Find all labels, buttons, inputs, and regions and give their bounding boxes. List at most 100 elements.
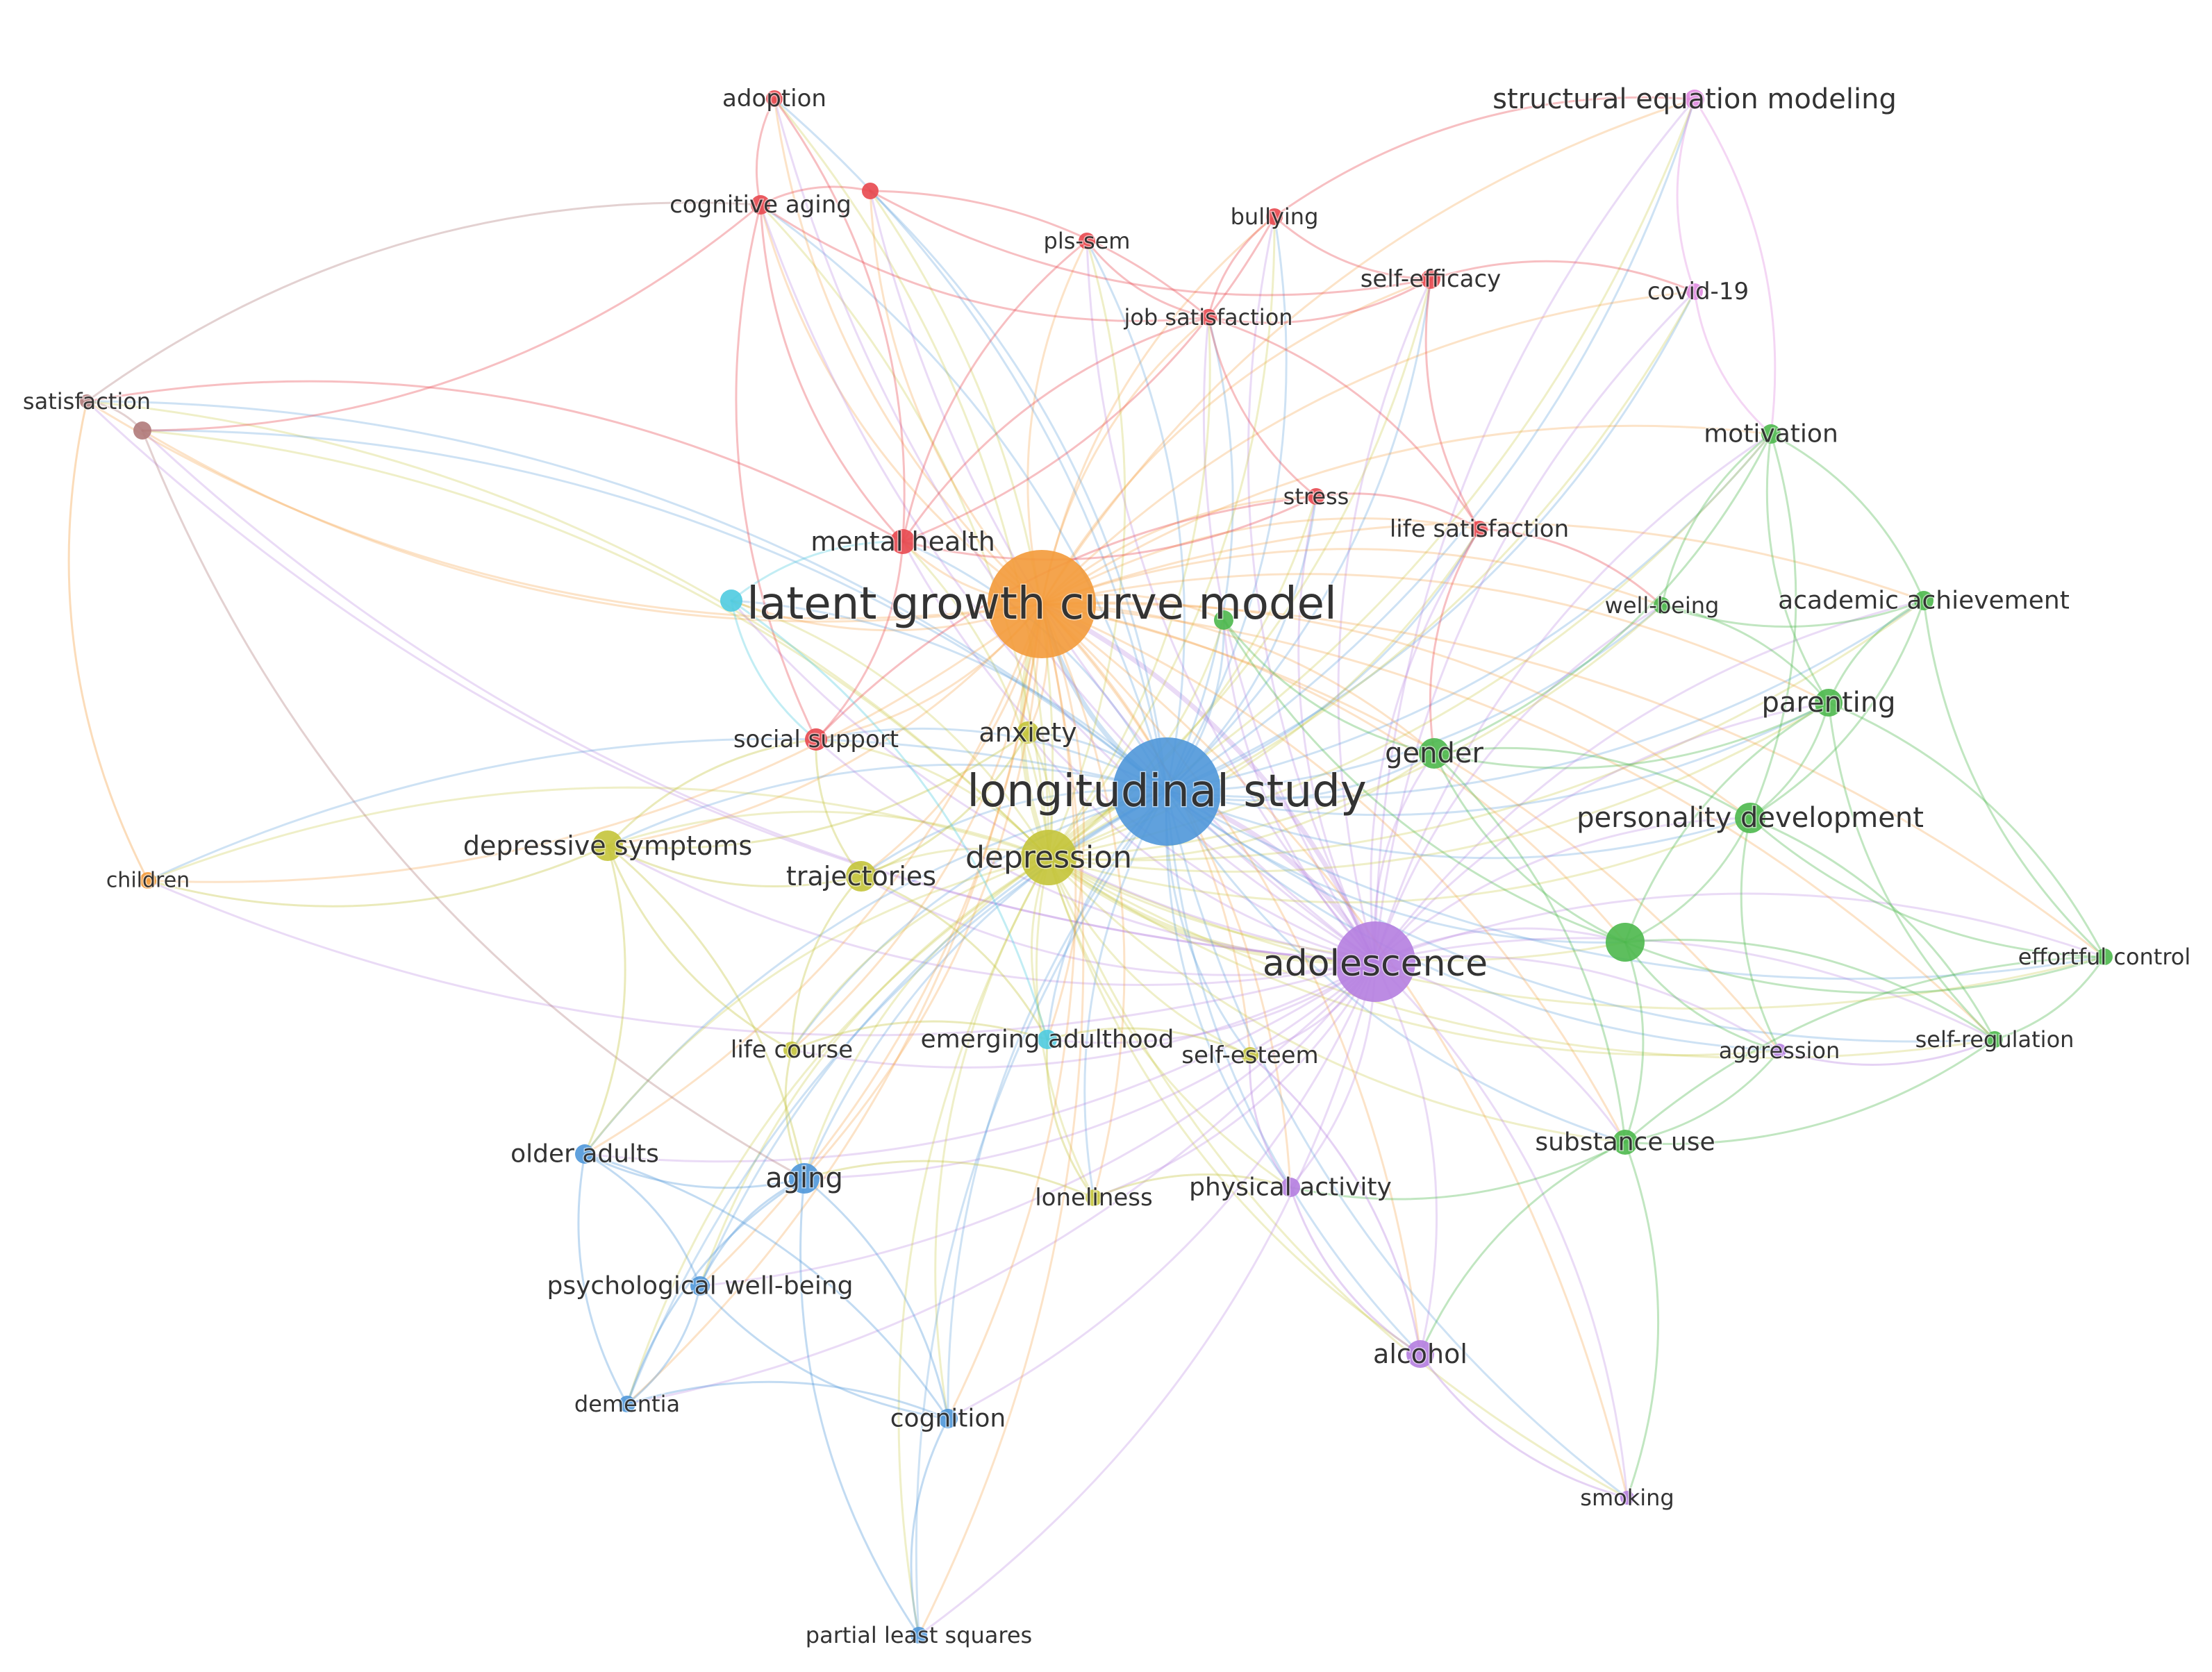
node-pls[interactable]	[1079, 233, 1095, 249]
node-green2[interactable]	[1214, 610, 1233, 630]
label-parent[interactable]: parenting	[1761, 686, 1897, 720]
label-subst[interactable]: substance use	[1534, 1127, 1716, 1157]
edge-effc-subst	[1624, 955, 2106, 1144]
label-older[interactable]: older adults	[510, 1139, 660, 1169]
edge-bully-selfef	[1273, 215, 1432, 281]
label-aggr[interactable]: aggression	[1718, 1037, 1840, 1065]
label-long[interactable]: longitudinal study	[966, 765, 1367, 819]
node-acad[interactable]	[1914, 591, 1934, 610]
label-cogag[interactable]: cognitive aging	[669, 190, 853, 220]
label-selfr[interactable]: self-regulation	[1914, 1026, 2075, 1054]
node-traj[interactable]	[846, 861, 876, 892]
node-alcohol[interactable]	[1406, 1340, 1434, 1368]
node-aggr[interactable]	[1772, 1044, 1786, 1057]
node-smoking[interactable]	[1620, 1491, 1634, 1505]
edge-covid-motiv	[1693, 290, 1772, 435]
label-selfe[interactable]: self-esteem	[1181, 1041, 1320, 1071]
label-pers[interactable]: personality development	[1576, 801, 1925, 835]
label-lgcm[interactable]: latent growth curve model	[746, 578, 1338, 631]
node-emerg[interactable]	[1038, 1030, 1057, 1049]
node-selfef[interactable]	[1421, 269, 1440, 289]
node-stress[interactable]	[1308, 488, 1324, 505]
label-dsym[interactable]: depressive symptoms	[462, 830, 753, 862]
node-adopt[interactable]	[766, 90, 783, 107]
label-mh[interactable]: mental health	[810, 526, 997, 558]
edge-long-lifes	[1165, 528, 1481, 793]
node-greenx[interactable]	[1606, 923, 1645, 962]
label-emerg[interactable]: emerging adulthood	[920, 1024, 1175, 1055]
node-lgcm[interactable]	[988, 550, 1096, 658]
edge-lgcm-selfef	[1040, 278, 1432, 605]
node-gender[interactable]	[1419, 738, 1449, 769]
label-psywb[interactable]: psychological well-being	[546, 1271, 854, 1301]
node-depr[interactable]	[1021, 830, 1076, 885]
node-lifec[interactable]	[783, 1042, 800, 1058]
label-gender[interactable]: gender	[1384, 737, 1485, 771]
edge-depr-satis	[85, 400, 1050, 859]
node-pers[interactable]	[1735, 803, 1765, 833]
node-selfr[interactable]	[1986, 1031, 2003, 1048]
node-sem[interactable]	[1685, 90, 1704, 109]
label-adol[interactable]: adolescence	[1261, 942, 1488, 986]
node-cogag[interactable]	[751, 195, 770, 215]
label-lifec[interactable]: life course	[729, 1035, 854, 1065]
node-subst[interactable]	[1613, 1130, 1638, 1155]
node-cyanx[interactable]	[720, 590, 742, 612]
node-satis[interactable]	[80, 394, 94, 408]
label-sem[interactable]: structural equation modeling	[1492, 83, 1898, 117]
node-mh[interactable]	[890, 529, 915, 554]
label-covid[interactable]: covid-19	[1646, 277, 1749, 307]
node-wellb[interactable]	[1654, 597, 1670, 614]
node-phys[interactable]	[1281, 1178, 1300, 1197]
node-aging[interactable]	[789, 1163, 820, 1194]
label-anx[interactable]: anxiety	[978, 717, 1078, 749]
node-parent[interactable]	[1815, 689, 1843, 717]
label-aging[interactable]: aging	[765, 1162, 845, 1196]
node-older[interactable]	[575, 1144, 594, 1164]
node-covid[interactable]	[1686, 283, 1703, 300]
node-anx[interactable]	[1017, 721, 1039, 744]
label-traj[interactable]: trajectories	[785, 860, 937, 893]
node-brownx[interactable]	[133, 421, 151, 440]
node-long[interactable]	[1113, 737, 1221, 846]
node-cognit[interactable]	[938, 1409, 958, 1428]
node-dement[interactable]	[619, 1396, 635, 1412]
label-cognit[interactable]: cognition	[889, 1403, 1006, 1434]
label-smoking[interactable]: smoking	[1579, 1484, 1675, 1512]
label-wellb[interactable]: well-being	[1604, 592, 1720, 620]
label-depr[interactable]: depression	[964, 839, 1133, 876]
node-adol[interactable]	[1335, 921, 1415, 1002]
node-children[interactable]	[140, 872, 156, 889]
node-pls2[interactable]	[910, 1627, 927, 1644]
label-lifes[interactable]: life satisfaction	[1388, 515, 1570, 544]
node-dsym[interactable]	[592, 830, 623, 861]
node-lifes[interactable]	[1471, 521, 1488, 537]
node-bully[interactable]	[1266, 208, 1283, 225]
label-lonel[interactable]: loneliness	[1034, 1183, 1154, 1213]
label-jobs[interactable]: job satisfaction	[1122, 303, 1294, 332]
label-selfef[interactable]: self-efficacy	[1359, 265, 1502, 294]
node-motiv[interactable]	[1761, 424, 1781, 444]
label-dement[interactable]: dementia	[573, 1390, 681, 1419]
label-children[interactable]: children	[105, 867, 190, 894]
node-psywb[interactable]	[690, 1276, 710, 1296]
node-ss[interactable]	[805, 728, 827, 751]
node-lonel[interactable]	[1086, 1189, 1102, 1206]
label-acad[interactable]: academic achievement	[1777, 585, 2071, 616]
label-adopt[interactable]: adoption	[722, 84, 828, 114]
node-redx[interactable]	[862, 183, 879, 199]
node-selfe[interactable]	[1242, 1047, 1258, 1064]
node-jobs[interactable]	[1200, 309, 1217, 326]
label-stress[interactable]: stress	[1282, 483, 1350, 511]
label-ss[interactable]: social support	[732, 725, 899, 755]
node-effc[interactable]	[2096, 948, 2113, 965]
label-bully[interactable]: bullying	[1229, 203, 1320, 231]
label-phys[interactable]: physical activity	[1188, 1172, 1393, 1203]
label-motiv[interactable]: motivation	[1703, 419, 1840, 449]
label-effc[interactable]: effortful control	[2017, 943, 2192, 971]
label-pls[interactable]: pls-sem	[1042, 227, 1131, 256]
label-alcohol[interactable]: alcohol	[1372, 1338, 1469, 1371]
label-satis[interactable]: satisfaction	[22, 387, 151, 416]
label-pls2[interactable]: partial least squares	[804, 1621, 1033, 1650]
edge-lgcm-subst	[1040, 603, 1627, 1144]
